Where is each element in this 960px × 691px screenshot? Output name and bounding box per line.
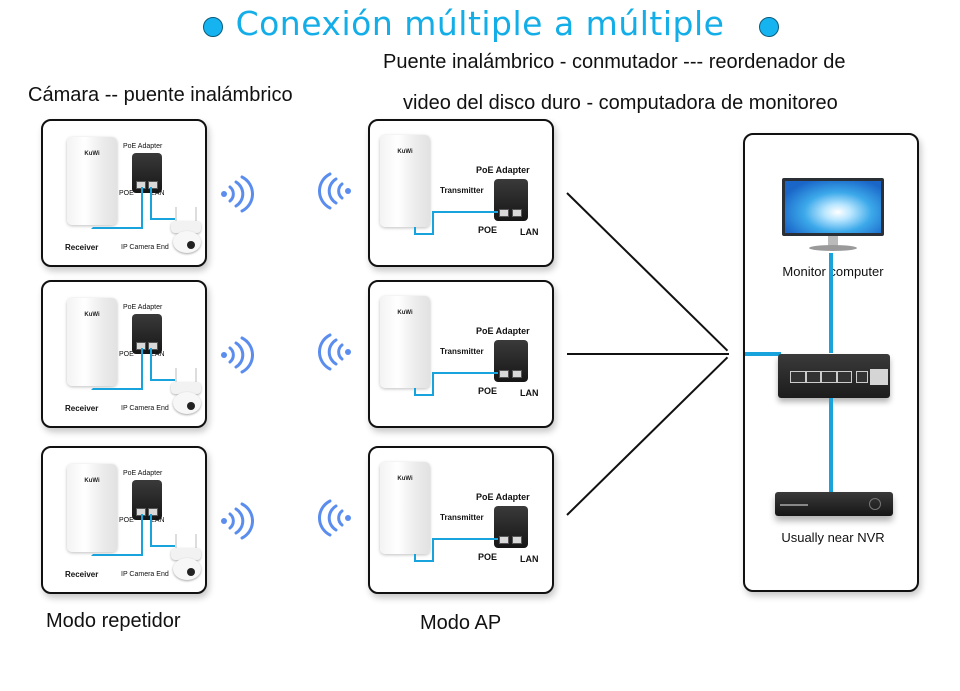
monitor-stand (809, 245, 857, 251)
lan-cable (150, 348, 176, 381)
transmitter-bridge-icon: KuWi (380, 462, 430, 554)
transmitter-label: Transmitter (440, 186, 484, 195)
poe-cable-top (432, 372, 498, 389)
poe-adapter-icon (494, 506, 528, 548)
monitor-label: Monitor computer (782, 264, 884, 279)
ip-camera-label: IP Camera End (121, 405, 169, 412)
monitor-icon (782, 178, 884, 246)
poe-port-label: POE (119, 517, 134, 524)
lan-port-label: LAN (520, 227, 539, 237)
lan-port-label: LAN (520, 388, 539, 398)
connector-line-top (566, 192, 729, 352)
poe-cable-vertical (141, 348, 143, 390)
poe-cable (414, 554, 434, 562)
poe-port-label: POE (478, 386, 498, 396)
title-bullet-left (203, 17, 223, 37)
receiver-label: Receiver (65, 570, 99, 579)
transmitter-label: Transmitter (440, 347, 484, 356)
receiver-label: Receiver (65, 404, 99, 413)
poe-port-label: POE (119, 351, 134, 358)
poe-adapter-icon (132, 480, 162, 520)
transmitter-bridge-icon: KuWi (380, 296, 430, 388)
lan-port-label: LAN (520, 554, 539, 564)
wifi-signal-out-icon (221, 502, 254, 540)
right-heading-line1: Puente inalámbrico - conmutador --- reor… (383, 51, 846, 73)
ip-camera-label: IP Camera End (121, 571, 169, 578)
poe-adapter-label: PoE Adapter (476, 326, 530, 336)
poe-adapter-icon (132, 153, 162, 193)
caption-ap: Modo AP (420, 612, 502, 634)
poe-cable-vertical (141, 187, 143, 229)
nvr-label: Usually near NVR (781, 530, 885, 545)
receiver-bridge-icon: KuWi (67, 298, 117, 386)
receiver-label: Receiver (65, 243, 99, 252)
repeater-card: KuWi PoE Adapter POE LAN Receiver IP Cam… (41, 280, 207, 428)
poe-adapter-icon (132, 314, 162, 354)
ap-card: KuWi PoE Adapter Transmitter POE LAN (368, 280, 554, 428)
poe-adapter-label: PoE Adapter (123, 143, 163, 150)
transmitter-label: Transmitter (440, 513, 484, 522)
repeater-card: KuWi PoE Adapter POE LAN Receiver IP Cam… (41, 119, 207, 267)
connector-line-middle (567, 353, 729, 355)
poe-cable (414, 388, 434, 396)
poe-adapter-icon (494, 179, 528, 221)
lan-cable (150, 187, 176, 220)
title-bullet-right (759, 17, 779, 37)
poe-cable (414, 227, 434, 235)
poe-cable-vertical (141, 514, 143, 556)
poe-adapter-label: PoE Adapter (123, 304, 163, 311)
lan-cable (150, 514, 176, 547)
poe-cable-top (432, 538, 498, 555)
poe-cable-top (432, 211, 498, 228)
ip-camera-label: IP Camera End (121, 244, 169, 251)
page-title: Conexión múltiple a múltiple (235, 4, 725, 43)
ip-camera-icon (169, 207, 203, 253)
poe-port-label: POE (119, 190, 134, 197)
poe-cable (91, 520, 143, 556)
receiver-bridge-icon: KuWi (67, 464, 117, 552)
poe-cable (91, 193, 143, 229)
wifi-signal-in-icon (318, 333, 351, 371)
left-heading: Cámara -- puente inalámbrico (28, 84, 293, 106)
ap-card: KuWi PoE Adapter Transmitter POE LAN (368, 119, 554, 267)
lan-port-label: LAN (151, 190, 165, 197)
caption-repeater: Modo repetidor (46, 610, 181, 632)
wifi-signal-out-icon (221, 175, 254, 213)
poe-cable (91, 354, 143, 390)
repeater-card: KuWi PoE Adapter POE LAN Receiver IP Cam… (41, 446, 207, 594)
transmitter-bridge-icon: KuWi (380, 135, 430, 227)
ap-card: KuWi PoE Adapter Transmitter POE LAN (368, 446, 554, 594)
nvr-icon (775, 492, 893, 516)
connector-line-bottom (566, 356, 729, 516)
wifi-signal-out-icon (221, 336, 254, 374)
poe-adapter-icon (494, 340, 528, 382)
poe-adapter-label: PoE Adapter (476, 492, 530, 502)
ip-camera-icon (169, 534, 203, 580)
nvr-cable (829, 398, 833, 494)
bridge-uplink-cable (745, 352, 781, 356)
poe-port-label: POE (478, 225, 498, 235)
poe-port-label: POE (478, 552, 498, 562)
poe-switch-icon (778, 354, 890, 398)
wifi-signal-in-icon (318, 499, 351, 537)
poe-adapter-label: PoE Adapter (476, 165, 530, 175)
ip-camera-icon (169, 368, 203, 414)
right-heading-line2: video del disco duro - computadora de mo… (403, 92, 838, 114)
wifi-signal-in-icon (318, 172, 351, 210)
monitor-cable (829, 253, 833, 353)
lan-port-label: LAN (151, 351, 165, 358)
network-panel: Monitor computer Usually near NVR (743, 133, 919, 592)
receiver-bridge-icon: KuWi (67, 137, 117, 225)
poe-adapter-label: PoE Adapter (123, 470, 163, 477)
lan-port-label: LAN (151, 517, 165, 524)
